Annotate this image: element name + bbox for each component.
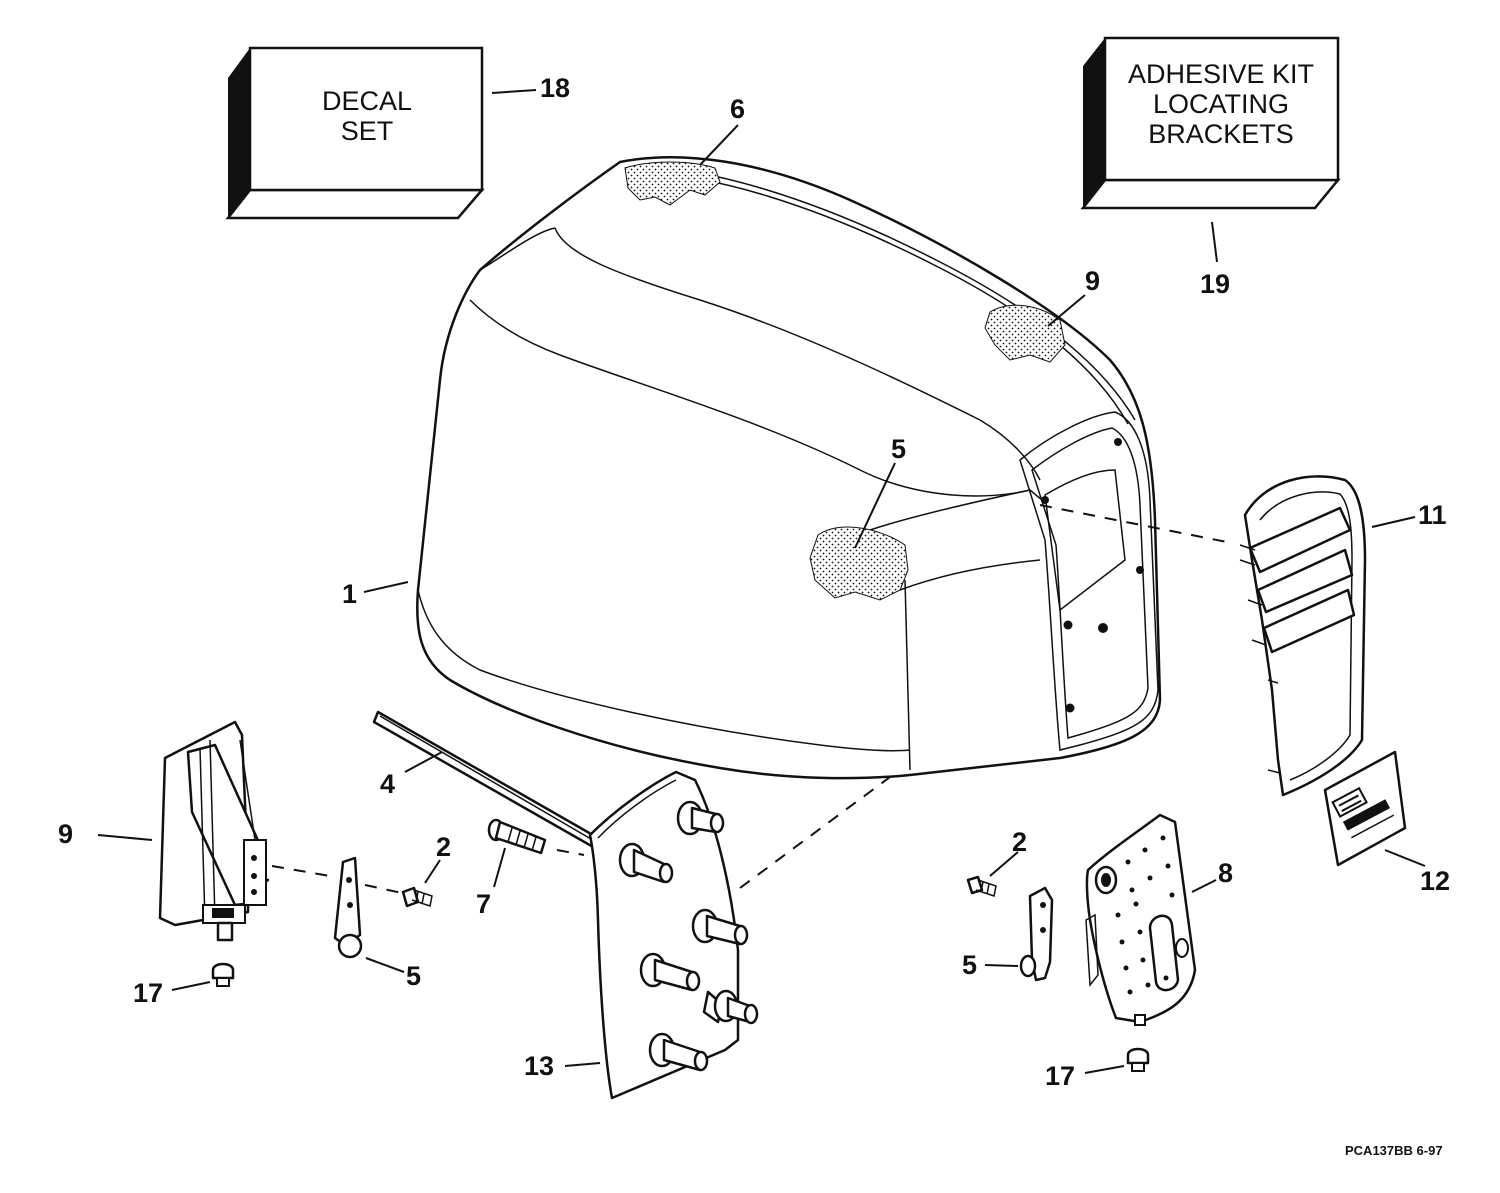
decal-box-line-1: DECAL	[322, 86, 412, 116]
label-2-left: 2	[436, 832, 451, 862]
latch-5-right	[1019, 886, 1054, 982]
decal-patch-6	[624, 161, 721, 206]
label-6: 6	[730, 94, 745, 124]
screw-2-left	[401, 886, 433, 908]
label-18: 18	[540, 73, 570, 103]
label-9: 9	[1085, 266, 1100, 296]
latch-5-left	[333, 856, 363, 959]
label-3: 5	[891, 434, 906, 464]
label-15: 12	[1420, 866, 1450, 896]
engine-cover	[416, 156, 1162, 780]
label-4: 4	[380, 769, 395, 799]
drawing-code: PCA137BB 6-97	[1345, 1143, 1443, 1158]
label-2-right: 2	[1012, 827, 1027, 857]
screw-2-right	[966, 875, 997, 897]
rear-grille	[1239, 475, 1367, 797]
label-7: 7	[476, 889, 491, 919]
screw-17-left	[211, 962, 235, 987]
screw-17-right	[1126, 1047, 1150, 1072]
label-19: 19	[1200, 269, 1230, 299]
decal-set-box: DECAL SET	[225, 46, 485, 220]
decal-patch-3	[809, 526, 909, 601]
adhesive-kit-box: ADHESIVE KIT LOCATING BRACKETS	[1080, 36, 1341, 210]
cover-plate-8	[1085, 813, 1197, 1026]
adhesive-box-line-2: LOCATING	[1153, 89, 1289, 119]
label-1: 1	[342, 579, 357, 609]
label-11: 9	[58, 819, 73, 849]
label-17-left: 17	[133, 978, 163, 1008]
label-17-right: 17	[1045, 1061, 1075, 1091]
left-mounting-bracket	[158, 720, 270, 942]
label-5-left: 5	[406, 961, 421, 991]
decal-patch-9	[984, 304, 1066, 363]
label-8: 8	[1218, 858, 1233, 888]
label-13: 13	[524, 1051, 554, 1081]
cover-plate-13	[588, 770, 759, 1100]
bolt-7	[487, 818, 547, 855]
decal-box-line-2: SET	[341, 116, 394, 146]
label-5-right: 5	[962, 950, 977, 980]
adhesive-box-line-1: ADHESIVE KIT	[1128, 59, 1314, 89]
adhesive-box-line-3: BRACKETS	[1148, 119, 1294, 149]
label-12: 11	[1418, 500, 1447, 530]
logo-decal	[1323, 750, 1407, 867]
